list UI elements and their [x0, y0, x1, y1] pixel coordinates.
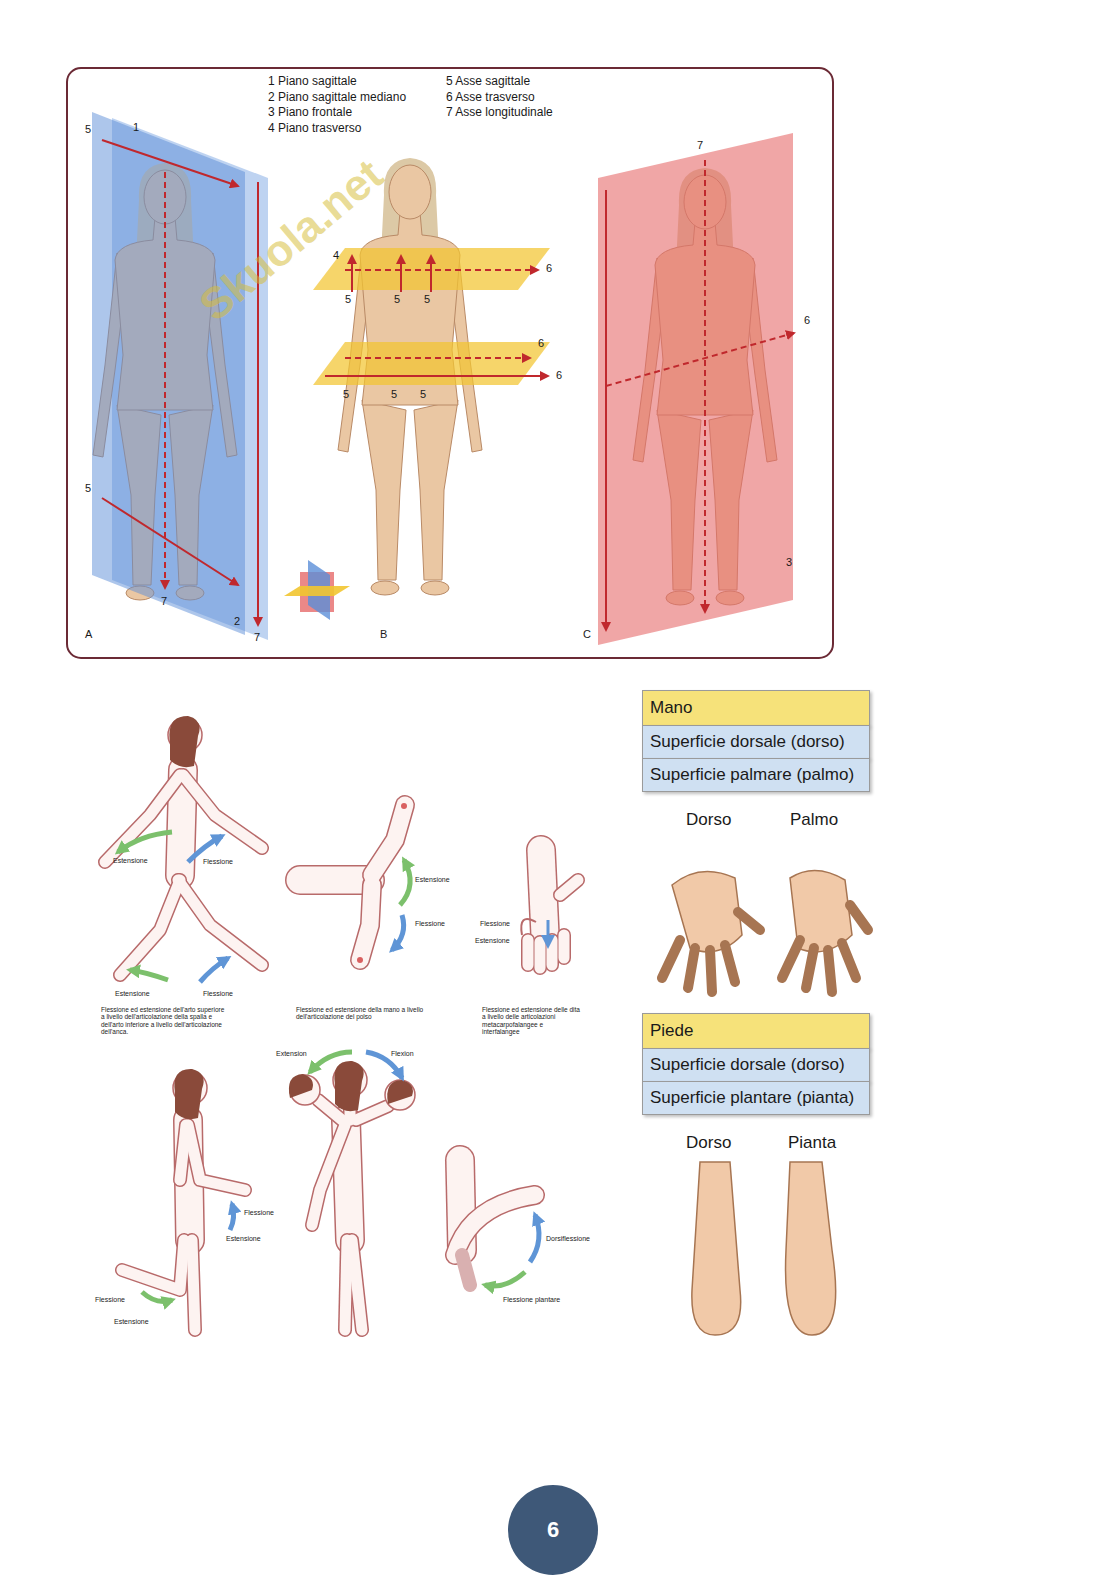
callout-number: 6 [546, 262, 552, 275]
figure-caption: Flessione ed estensione dell'arto superi… [101, 1006, 229, 1036]
table-cell: Superficie plantare (pianta) [642, 1081, 870, 1115]
movement-label: Estensione [226, 1235, 261, 1243]
movement-label: Flessione plantare [503, 1296, 560, 1304]
movement-label: Dorsiflessione [546, 1235, 590, 1243]
movement-label: Estensione [415, 876, 450, 884]
legend-text: 2 Piano sagittale mediano [268, 91, 406, 105]
callout-number: 3 [786, 556, 792, 569]
movement-label: Estensione [475, 937, 510, 945]
callout-number: 7 [697, 139, 703, 152]
callout-number: 5 [424, 293, 430, 306]
view-label: Palmo [790, 810, 838, 830]
panel-frame [67, 68, 833, 658]
movement-label: Extension [276, 1050, 307, 1058]
view-label: Dorso [686, 810, 731, 830]
movement-arrows [118, 832, 548, 1301]
callout-number: 5 [394, 293, 400, 306]
figure-c [598, 133, 794, 645]
movement-label: Flexion [391, 1050, 414, 1058]
page-number: 6 [508, 1485, 598, 1575]
callout-number: 4 [333, 249, 339, 262]
figure-caption: Flessione ed estensione della mano a liv… [296, 1006, 436, 1021]
callout-number: 5 [85, 123, 91, 136]
table-cell: Superficie dorsale (dorso) [642, 1048, 870, 1082]
movement-label: Estensione [115, 990, 150, 998]
legend-text: 5 Asse sagittale [446, 75, 530, 89]
callout-number: 7 [161, 595, 167, 608]
view-label: Dorso [686, 1133, 731, 1153]
figure-a [92, 112, 268, 640]
callout-number: 6 [556, 369, 562, 382]
legend-text: 1 Piano sagittale [268, 75, 357, 89]
movement-label: Estensione [113, 857, 148, 865]
movement-label: Flessione [203, 990, 233, 998]
callout-number: 5 [85, 482, 91, 495]
movement-label: Flessione [480, 920, 510, 928]
callout-number: 6 [538, 337, 544, 350]
legend-text: 4 Piano trasverso [268, 122, 361, 136]
view-label: Pianta [788, 1133, 836, 1153]
watermark: Skuola.net [190, 149, 393, 331]
callout-number: 5 [420, 388, 426, 401]
table-cell-text: Superficie dorsale (dorso) [650, 732, 845, 752]
table-cell: Superficie dorsale (dorso) [642, 725, 870, 759]
movement-label: Flessione [203, 858, 233, 866]
table-header-text: Piede [650, 1021, 693, 1041]
movement-label: Estensione [114, 1318, 149, 1326]
figure-letter: B [380, 628, 387, 641]
figure-letter: A [85, 628, 92, 641]
table-cell-text: Superficie plantare (pianta) [650, 1088, 854, 1108]
legend-text: 7 Asse longitudinale [446, 106, 553, 120]
planes-icon [284, 560, 350, 620]
table-header-text: Mano [650, 698, 693, 718]
table-cell-text: Superficie palmare (palmo) [650, 765, 854, 785]
table-header: Mano [642, 690, 870, 726]
callout-number: 1 [133, 121, 139, 134]
legend-text: 6 Asse trasverso [446, 91, 535, 105]
figure-caption: Flessione ed estensione delle dita a liv… [482, 1006, 582, 1036]
table-cell: Superficie palmare (palmo) [642, 758, 870, 792]
callout-number: 7 [254, 631, 260, 644]
callout-number: 5 [343, 388, 349, 401]
movement-label: Flessione [244, 1209, 274, 1217]
table-header: Piede [642, 1013, 870, 1049]
page-number-text: 6 [547, 1517, 559, 1543]
callout-number: 5 [345, 293, 351, 306]
table-cell-text: Superficie dorsale (dorso) [650, 1055, 845, 1075]
figure-letter: C [583, 628, 591, 641]
movement-label: Flessione [415, 920, 445, 928]
legend-text: 3 Piano frontale [268, 106, 352, 120]
callout-number: 2 [234, 615, 240, 628]
callout-number: 5 [391, 388, 397, 401]
callout-number: 6 [804, 314, 810, 327]
movement-label: Flessione [95, 1296, 125, 1304]
